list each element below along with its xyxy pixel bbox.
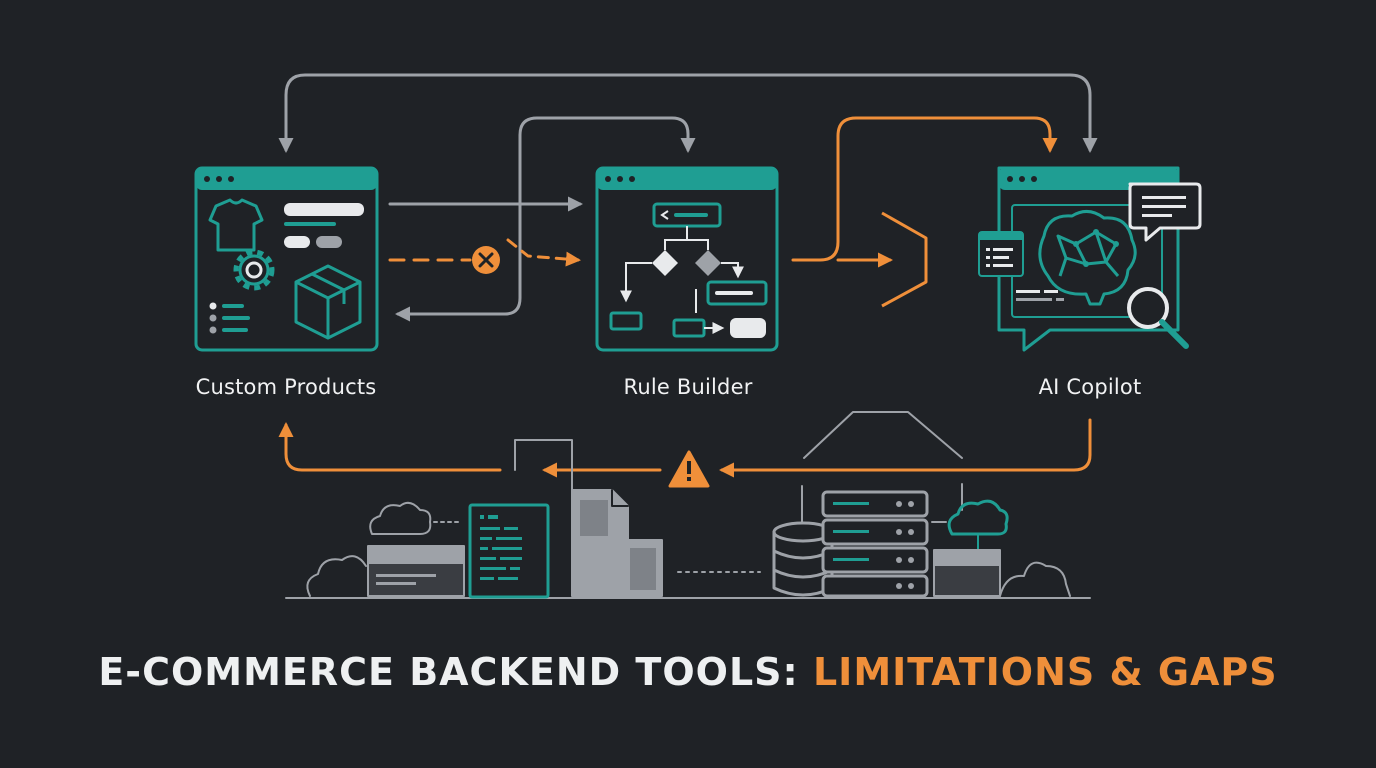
gear-icon bbox=[233, 249, 275, 291]
rule-builder-label: Rule Builder bbox=[623, 375, 753, 399]
decision-diamond-icon bbox=[652, 250, 678, 276]
title-main: E-COMMERCE BACKEND TOOLS: bbox=[98, 650, 813, 694]
title-accent: LIMITATIONS & GAPS bbox=[812, 650, 1278, 694]
rules-to-ai-arrow bbox=[791, 116, 1058, 262]
server-icon bbox=[821, 490, 929, 598]
rules-loop-arrow bbox=[395, 116, 696, 322]
ai-copilot-window bbox=[978, 166, 1202, 352]
box-icon bbox=[294, 264, 362, 340]
page-title: E-COMMERCE BACKEND TOOLS: LIMITATIONS & … bbox=[0, 650, 1376, 694]
brain-icon bbox=[1038, 210, 1137, 306]
chat-bubble-icon bbox=[1128, 182, 1202, 242]
warning-icon bbox=[668, 450, 710, 488]
gate-icon bbox=[881, 211, 928, 308]
top-loop-arrow bbox=[278, 73, 1098, 153]
bottom-return-arrow-3 bbox=[278, 422, 502, 472]
rule-builder-window bbox=[595, 166, 779, 352]
tshirt-icon bbox=[208, 198, 264, 252]
bottom-return-arrow bbox=[719, 418, 1092, 478]
connectors bbox=[278, 73, 1098, 478]
ai-copilot-label: AI Copilot bbox=[1038, 375, 1142, 399]
database-icon bbox=[772, 521, 834, 597]
custom-products-window bbox=[194, 166, 379, 352]
cloud-icon bbox=[369, 501, 432, 535]
magnifier-icon bbox=[1127, 287, 1189, 349]
infrastructure-skyline bbox=[285, 411, 1091, 599]
blocked-icon bbox=[472, 246, 500, 274]
broken-link-right bbox=[506, 238, 581, 267]
custom-products-label: Custom Products bbox=[195, 375, 377, 399]
